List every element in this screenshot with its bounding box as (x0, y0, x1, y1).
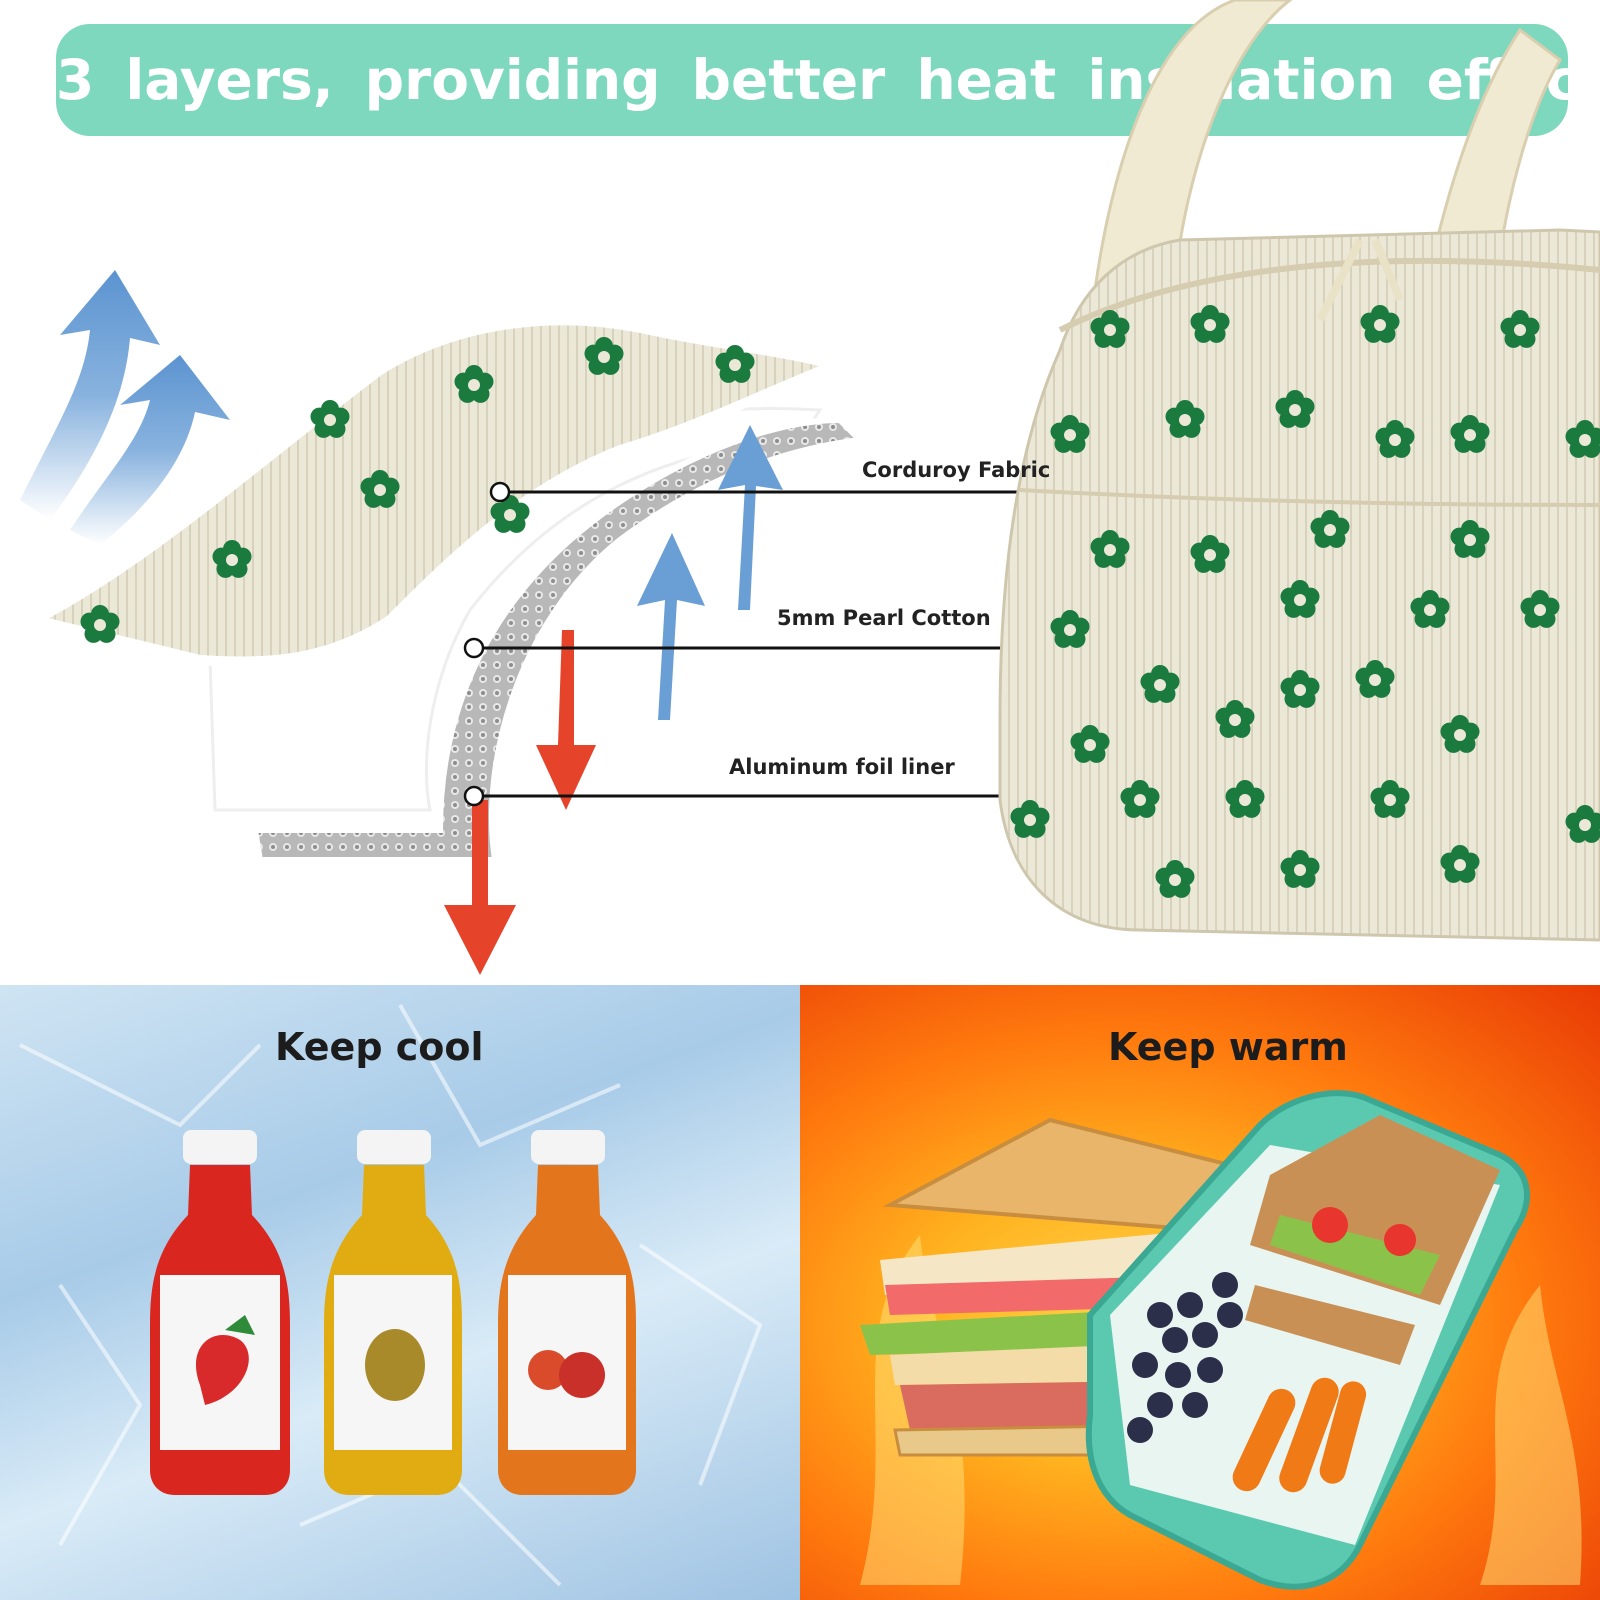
cold-in-arrow-icon (637, 425, 783, 720)
headline-text: 3 layers, providing better heat insulati… (56, 48, 1600, 112)
bento-box-image (1085, 1090, 1530, 1590)
headline-banner: 3 layers, providing better heat insulati… (56, 24, 1600, 136)
red-juice-bottle (150, 1130, 290, 1495)
layer-label-aluminum: Aluminum foil liner (729, 755, 955, 779)
insulation-illustration (20, 0, 1600, 975)
layer-label-corduroy: Corduroy Fabric (862, 458, 1051, 482)
heat-down-arrow-icon (444, 630, 596, 975)
yellow-juice-bottle (324, 1130, 462, 1495)
keep-warm-panel: Keep warm (800, 985, 1600, 1600)
cold-drinks-image (19, 1004, 763, 1587)
heat-up-arrow-icon (20, 270, 230, 545)
warm-food-image (860, 1090, 1582, 1590)
keep-cool-title: Keep cool (275, 1025, 484, 1069)
keep-cool-panel: Keep cool (0, 985, 800, 1600)
orange-juice-bottle (498, 1130, 636, 1495)
layer-label-pearl-cotton: 5mm Pearl Cotton (777, 606, 991, 630)
keep-warm-title: Keep warm (1108, 1025, 1348, 1069)
lunch-bag-image (998, 0, 1600, 942)
layer-cutaway (20, 315, 867, 863)
